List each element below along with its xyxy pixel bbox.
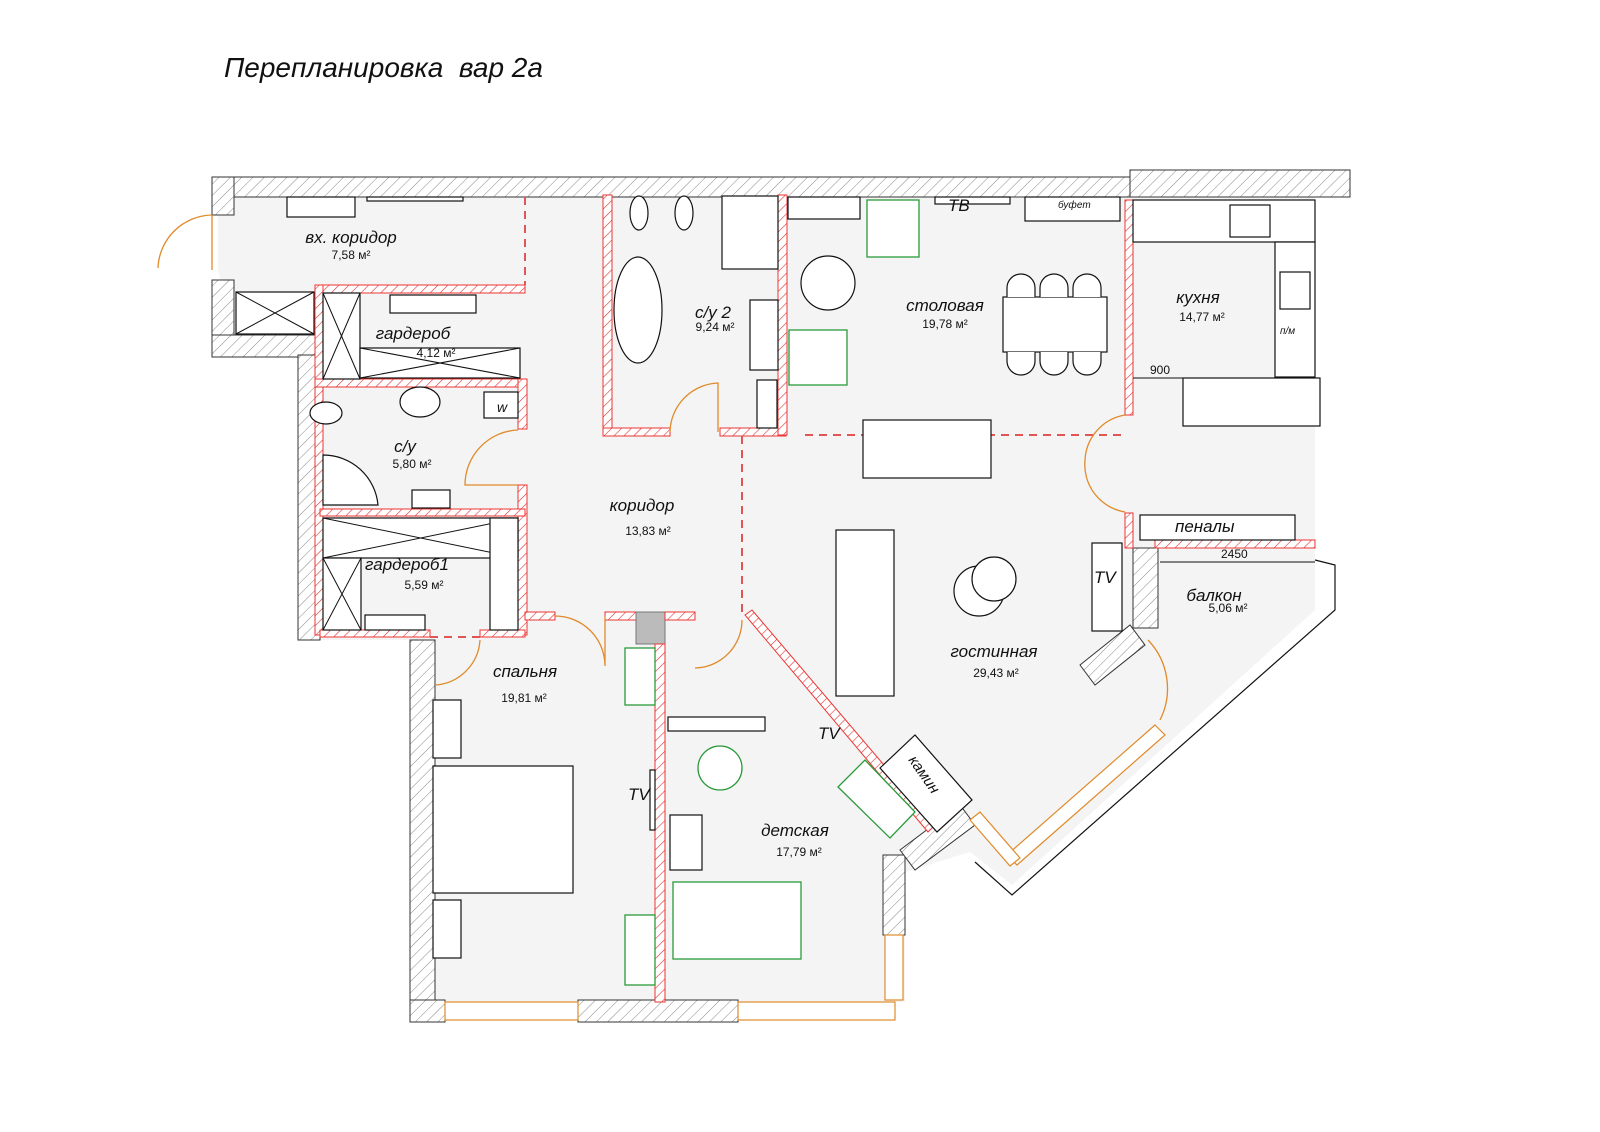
chimney-shaft — [635, 611, 666, 645]
svg-text:13,83 м²: 13,83 м² — [625, 524, 671, 538]
fireplace: камин — [879, 734, 973, 833]
tv-bedroom-label: TV — [628, 785, 651, 804]
tv-living-label: TV — [1094, 568, 1117, 587]
dimension-2450: 2450 — [1160, 547, 1315, 563]
dishwasher-label: п/м — [1280, 326, 1295, 337]
svg-text:с/у: с/у — [394, 437, 417, 456]
buffet-label: буфет — [1058, 199, 1091, 211]
svg-text:коридор: коридор — [610, 496, 675, 515]
dining-chairs — [1006, 273, 1102, 376]
room-label-corridor: коридор 13,83 м² — [610, 496, 675, 538]
room-label-balcony: балкон 5,06 м² — [1186, 586, 1247, 615]
svg-text:5,59 м²: 5,59 м² — [405, 578, 444, 592]
washer-label: w — [497, 399, 508, 415]
svg-text:вх. коридор: вх. коридор — [305, 228, 397, 247]
svg-text:столовая: столовая — [906, 296, 984, 315]
svg-text:5,06 м²: 5,06 м² — [1209, 601, 1248, 615]
room-label-wardrobe: гардероб 4,12 м² — [376, 324, 456, 360]
room-label-dining: столовая 19,78 м² — [906, 296, 984, 331]
room-label-bathroom: с/у 5,80 м² — [393, 437, 432, 471]
room-label-living: гостинная 29,43 м² — [950, 642, 1037, 680]
doors — [157, 214, 1169, 721]
tv-dining-label: ТВ — [948, 196, 970, 215]
svg-text:29,43 м²: 29,43 м² — [973, 666, 1019, 680]
svg-text:2450: 2450 — [1221, 547, 1248, 561]
svg-text:19,81 м²: 19,81 м² — [501, 691, 547, 705]
room-label-entry-corridor: вх. коридор 7,58 м² — [305, 228, 397, 262]
svg-text:детская: детская — [761, 821, 829, 840]
room-label-bedroom: спальня 19,81 м² — [493, 662, 557, 705]
svg-text:900: 900 — [1150, 363, 1170, 377]
svg-text:балкон: балкон — [1186, 586, 1242, 605]
svg-text:кухня: кухня — [1176, 288, 1219, 307]
plan-title: Перепланировка вар 2а — [224, 52, 543, 83]
svg-text:гостинная: гостинная — [950, 642, 1037, 661]
room-label-bathroom2: с/у 2 9,24 м² — [695, 303, 734, 334]
svg-text:спальня: спальня — [493, 662, 557, 681]
svg-text:14,77 м²: 14,77 м² — [1179, 310, 1225, 324]
svg-text:гардероб1: гардероб1 — [365, 555, 449, 574]
svg-text:7,58 м²: 7,58 м² — [332, 248, 371, 262]
room-label-wardrobe1: гардероб1 5,59 м² — [365, 555, 449, 592]
dimension-900: 900 — [1133, 363, 1190, 379]
svg-text:5,80 м²: 5,80 м² — [393, 457, 432, 471]
room-label-kids: детская 17,79 м² — [761, 821, 829, 859]
cabinets-label: пеналы — [1175, 517, 1235, 536]
svg-text:гардероб: гардероб — [376, 324, 452, 343]
room-label-kitchen: кухня 14,77 м² — [1176, 288, 1225, 324]
balcony-outline — [974, 559, 1336, 896]
svg-text:с/у 2: с/у 2 — [695, 303, 731, 322]
tv-kids-label: TV — [818, 724, 841, 743]
svg-text:9,24 м²: 9,24 м² — [696, 320, 735, 334]
svg-text:17,79 м²: 17,79 м² — [776, 845, 822, 859]
svg-text:19,78 м²: 19,78 м² — [922, 317, 968, 331]
furniture — [286, 195, 1321, 986]
svg-text:4,12 м²: 4,12 м² — [417, 346, 456, 360]
